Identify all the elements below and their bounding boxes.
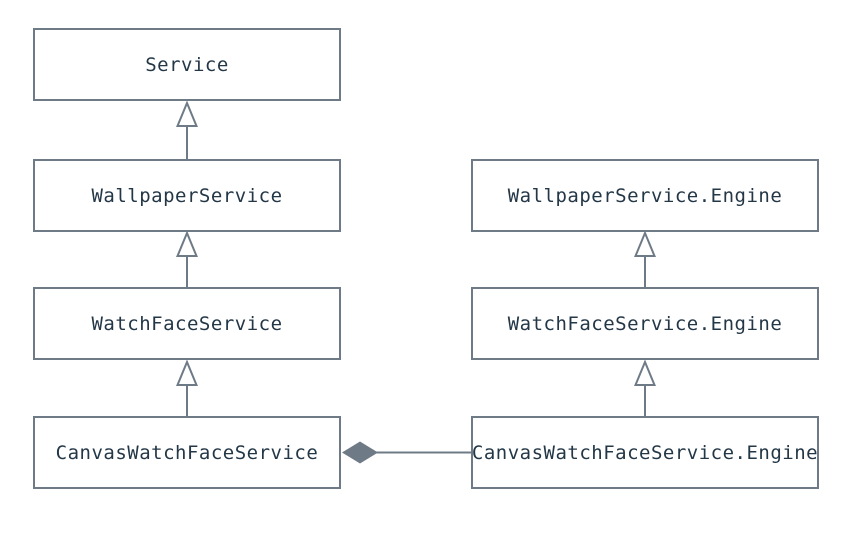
class-box-wallpaperservice-engine: WallpaperService.Engine [471,159,819,232]
inheritance-arrow-watchfaceservice-to-wallpaperservice [176,230,198,287]
composition-edge-canvaswatchfaceservice-engine [342,441,471,464]
class-box-watchfaceservice-engine: WatchFaceService.Engine [471,287,819,360]
class-box-wallpaperservice: WallpaperService [33,159,341,232]
composition-diamond [342,441,378,464]
class-label-wallpaperservice: WallpaperService [91,184,283,207]
class-box-watchfaceservice: WatchFaceService [33,287,341,360]
inheritance-arrow-canvaswatchfaceservice-to-watchfaceservice [176,359,198,416]
class-box-canvaswatchfaceservice-engine: CanvasWatchFaceService.Engine [471,416,819,489]
class-label-watchfaceservice: WatchFaceService [91,312,283,335]
class-box-canvaswatchfaceservice: CanvasWatchFaceService [33,416,341,489]
class-box-service: Service [33,28,341,101]
class-label-canvaswatchfaceservice-engine: CanvasWatchFaceService.Engine [471,441,819,464]
class-label-wallpaperservice-engine: WallpaperService.Engine [507,184,783,207]
class-label-canvaswatchfaceservice: CanvasWatchFaceService [55,441,319,464]
class-label-service: Service [145,53,229,76]
inheritance-arrow-wallpaperservice-to-service [176,100,198,159]
inheritance-arrow-canvasengine-to-watchfaceengine [634,359,656,416]
inheritance-arrow-watchfaceengine-to-wallpaperengine [634,230,656,287]
class-label-watchfaceservice-engine: WatchFaceService.Engine [507,312,783,335]
